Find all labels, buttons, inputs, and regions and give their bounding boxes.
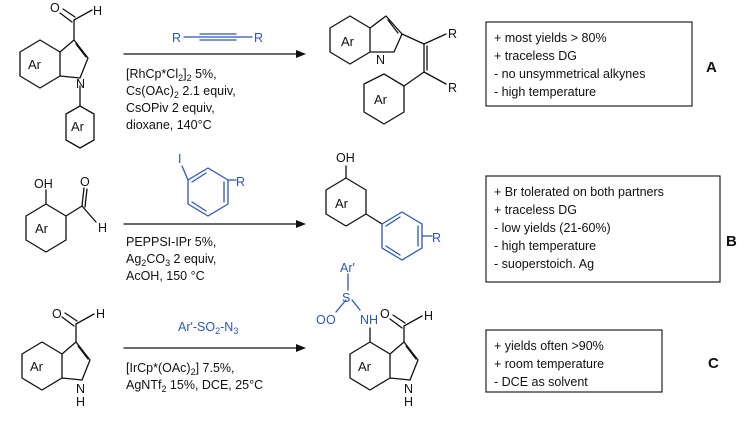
product-a-r1: R — [448, 27, 457, 41]
sm-b-structure: OH O H Ar — [25, 175, 107, 253]
conditions-a-line4: dioxane, 140°C — [126, 118, 212, 132]
sm-a-ring-label: Ar — [28, 57, 42, 72]
product-c-o1: O — [326, 313, 336, 327]
conditions-a-line3: CsOPiv 2 equiv, — [126, 101, 215, 115]
reagent-a: R R — [172, 31, 263, 45]
reagent-b-iodine: I — [178, 152, 181, 166]
label-b: B — [726, 233, 737, 250]
note-a-4: - high temperature — [494, 85, 596, 99]
reagent-b-r: R — [236, 175, 245, 189]
notes-box-b: + Br tolerated on both partners + tracel… — [485, 175, 721, 283]
conditions-c-line2: AgNTf2 15%, DCE, 25°C — [126, 378, 263, 394]
product-a-ring-label: Ar — [341, 34, 355, 49]
product-a-structure: Ar N Ar R R — [329, 15, 457, 125]
sm-a-aldehyde-h: H — [93, 4, 102, 18]
row-a: O H Ar N Ar R R [RhCp*Cl2]2 5%, Cs(OAc)2… — [19, 1, 717, 149]
label-c: C — [708, 355, 719, 372]
product-a-nitrogen: N — [376, 53, 385, 67]
notes-box-c: + yields often >90% + room temperature -… — [485, 329, 663, 393]
conditions-b-line3: AcOH, 150 °C — [126, 269, 205, 283]
note-a-1: + most yields > 80% — [494, 31, 607, 45]
arrow-b — [123, 220, 306, 228]
product-a-aryl-label: Ar — [374, 92, 388, 107]
note-c-3: - DCE as solvent — [494, 375, 588, 389]
sm-b-ring-label: Ar — [35, 221, 49, 236]
product-a-r2: R — [448, 81, 457, 95]
product-c-ring-label: Ar — [358, 359, 372, 374]
product-c-o2: O — [316, 313, 326, 327]
arrow-a — [123, 50, 306, 58]
reagent-c: Ar'-SO2-N3 — [178, 320, 238, 336]
product-b-ring-label: Ar — [335, 196, 349, 211]
note-c-1: + yields often >90% — [494, 339, 604, 353]
product-c-s: S — [342, 291, 350, 305]
product-c-nh: NH — [360, 313, 378, 327]
note-a-2: + traceless DG — [494, 49, 577, 63]
sm-c-nitrogen: N — [76, 382, 85, 396]
note-b-1: + Br tolerated on both partners — [494, 185, 664, 199]
notes-box-a: + most yields > 80% + traceless DG - no … — [485, 21, 693, 107]
product-b-oh: OH — [336, 151, 355, 165]
note-c-2: + room temperature — [494, 357, 604, 371]
sm-c-nitrogen-h: H — [76, 395, 85, 409]
sm-c-structure: O H Ar N H — [21, 307, 105, 409]
note-b-5: - suoperstoich. Ag — [494, 257, 594, 271]
product-c-ar-prime: Ar' — [340, 261, 355, 275]
product-c-o: O — [380, 307, 390, 321]
product-b-structure: OH Ar R — [325, 151, 441, 261]
sm-a-structure: O H Ar N Ar — [19, 1, 102, 149]
label-a: A — [706, 59, 717, 76]
product-b-r: R — [432, 231, 441, 245]
sm-b-h: H — [98, 221, 107, 235]
row-b: OH O H Ar I R PEPPSI-IPr 5%, Ag2CO3 2 eq… — [25, 151, 737, 283]
note-a-3: - no unsymmetrical alkynes — [494, 67, 645, 81]
reagent-b: I R — [178, 152, 245, 217]
note-b-4: - high temperature — [494, 239, 596, 253]
sm-b-oh: OH — [34, 177, 53, 191]
sm-a-aryl-label: Ar — [71, 119, 85, 134]
sm-a-aldehyde-o: O — [50, 1, 60, 15]
row-c: O H Ar N H Ar'-SO2-N3 [IrCp*(OAc)2] 7.5%… — [21, 261, 719, 409]
product-c-nitrogen-h: H — [404, 395, 413, 409]
sm-c-h: H — [96, 307, 105, 321]
sm-a-nitrogen: N — [76, 77, 85, 91]
conditions-c-line1: [IrCp*(OAc)2] 7.5%, — [126, 361, 235, 377]
note-b-2: + traceless DG — [494, 203, 577, 217]
product-c-nitrogen: N — [404, 382, 413, 396]
conditions-a-line1: [RhCp*Cl2]2 5%, — [126, 67, 217, 83]
conditions-b-line1: PEPPSI-IPr 5%, — [126, 235, 216, 249]
arrow-c — [123, 344, 306, 352]
sm-c-ring-label: Ar — [30, 359, 44, 374]
conditions-a-line2: Cs(OAc)2 2.1 equiv, — [126, 84, 236, 100]
product-c-h: H — [424, 309, 433, 323]
reagent-a-r-right: R — [254, 31, 263, 45]
sm-c-o: O — [52, 307, 62, 321]
reagent-a-r-left: R — [172, 31, 181, 45]
sm-b-o: O — [80, 175, 90, 189]
product-c-structure: Ar' O S NH O O H Ar N H — [316, 261, 433, 409]
conditions-b-line2: Ag2CO3 2 equiv, — [126, 252, 216, 268]
note-b-3: - low yields (21-60%) — [494, 221, 611, 235]
